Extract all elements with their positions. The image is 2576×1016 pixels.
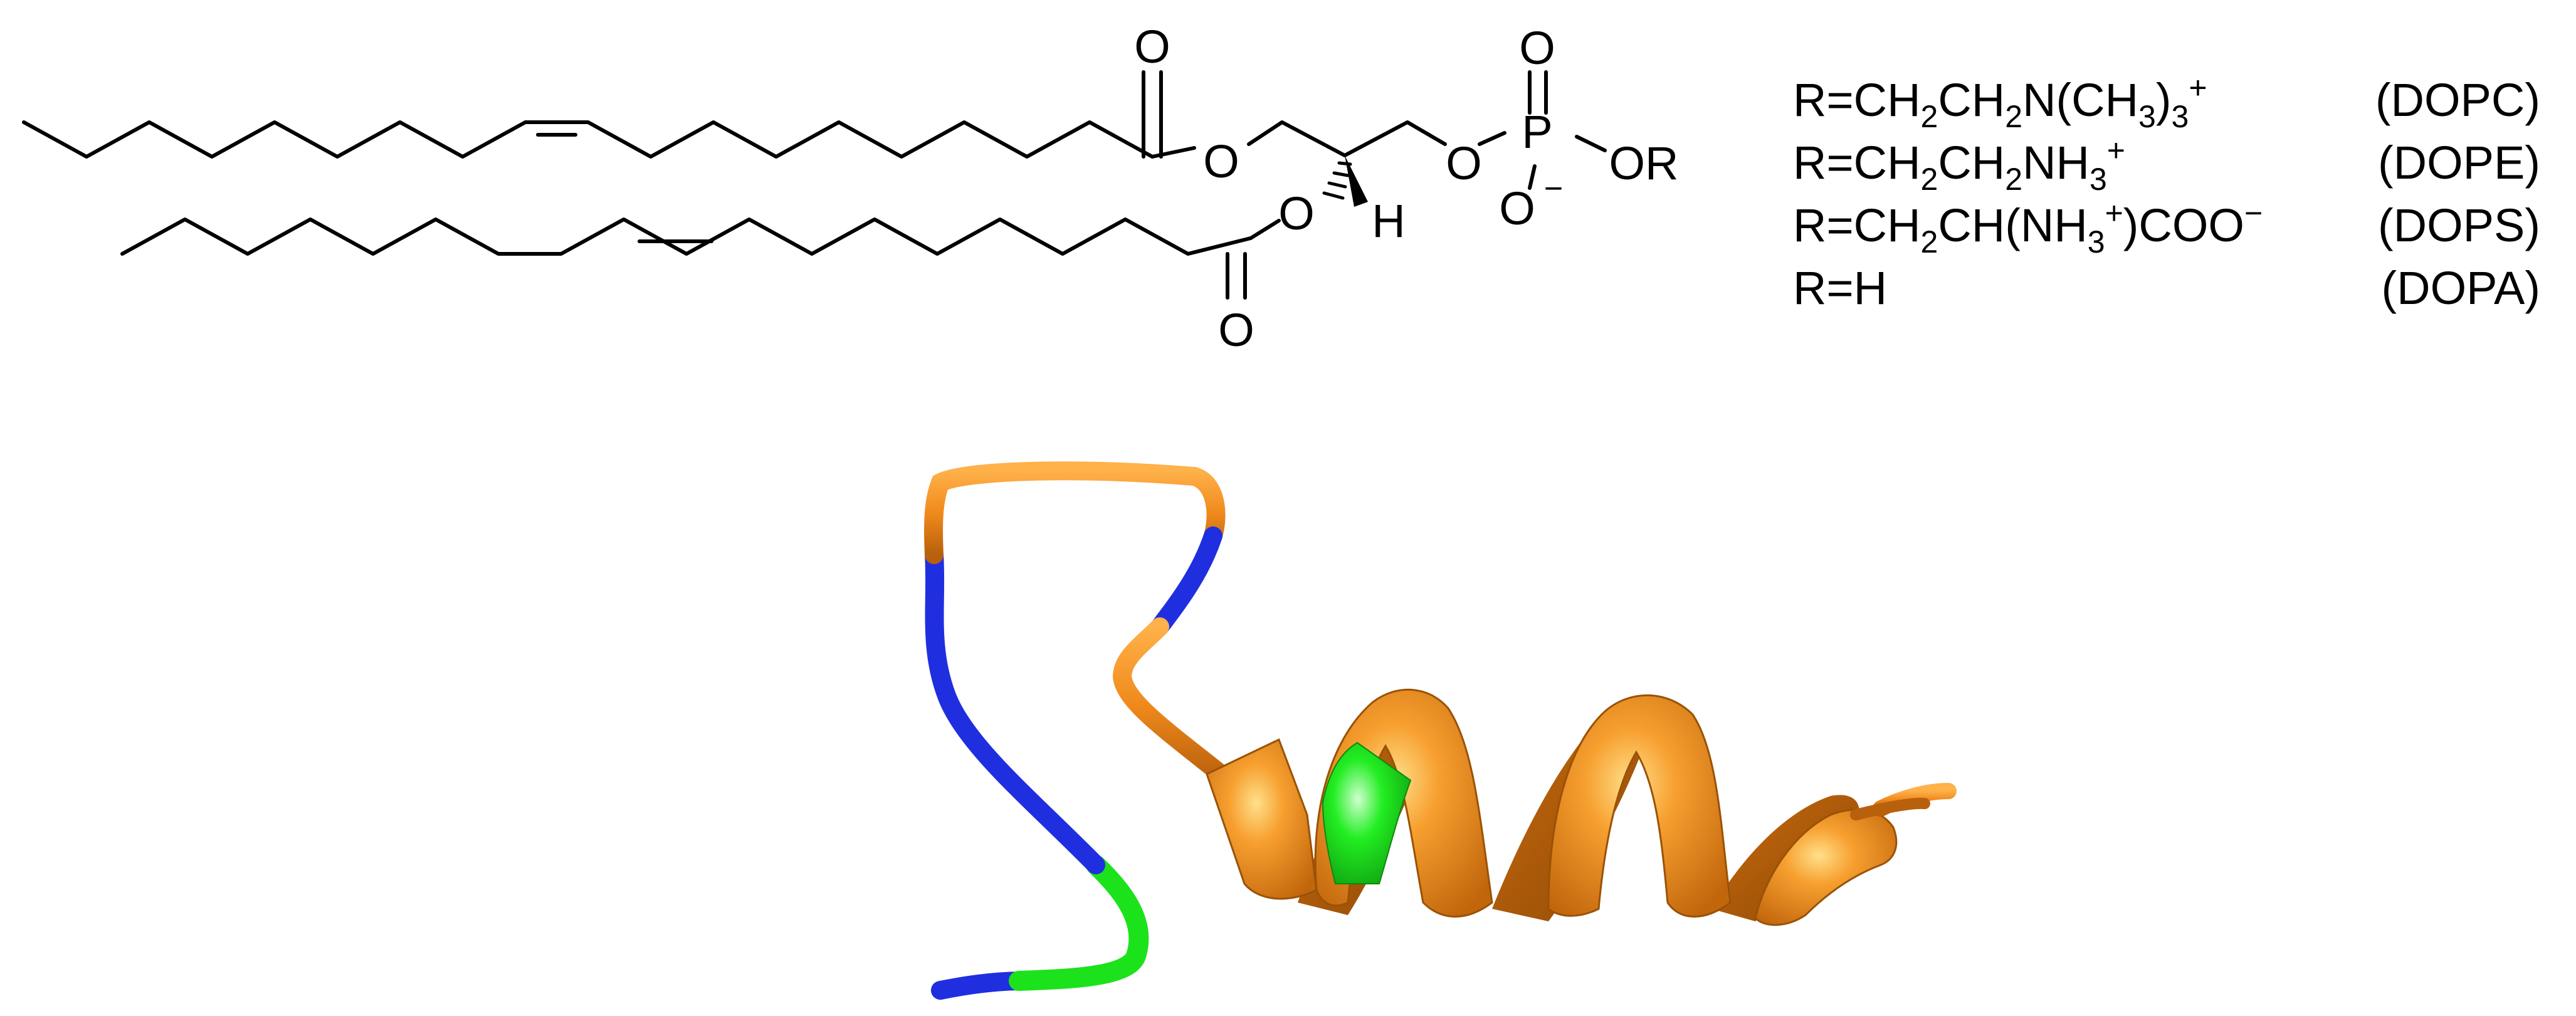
lipid-structure: [22, 70, 1607, 300]
helix-front-turn-2: [1547, 694, 1732, 918]
atom-o-carbonyl-lower: O: [1218, 304, 1254, 356]
atom-o-ester-upper: O: [1203, 135, 1239, 187]
r-group-label-1: (DOPC): [2375, 74, 2540, 126]
r-group-definitions: R=CH2CH2N(CH3)3+ (DOPC) R=CH2CH2NH3+ (DOPE)…: [1793, 70, 2540, 314]
atom-o-phosphate-double: O: [1519, 22, 1555, 74]
atom-o-carbonyl-upper: O: [1134, 21, 1170, 73]
ester-lower-bond: [1249, 219, 1281, 240]
r-group-formula-3: R=CH2CH(NH3+)COO−: [1793, 196, 2263, 259]
coil-segment-blue-short: [1150, 526, 1222, 636]
r-group-label-4: (DOPA): [2381, 262, 2540, 314]
atom-minus-sign: −: [1544, 170, 1563, 207]
atom-phosphorus: P: [1522, 106, 1552, 158]
helix-front-turn-3: [1754, 809, 1898, 926]
atom-or-group: OR: [1609, 137, 1679, 189]
coil-tail-blue: [931, 971, 1028, 1000]
coil-segment-green: [1009, 855, 1149, 991]
atom-labels: O O O O H O P O O − OR: [1134, 21, 1678, 356]
coil-tail-orange-c-term-back: [1850, 797, 1930, 820]
atom-o-phosphate-minus: O: [1499, 182, 1535, 234]
coil-segment-blue-long: [925, 545, 1105, 874]
r-group-label-2: (DOPE): [2378, 137, 2540, 189]
r-group-formula-1: R=CH2CH2N(CH3)3+: [1793, 70, 2207, 134]
oleoyl-chain-upper: [22, 120, 1154, 159]
coil-loop-orange-top: [924, 461, 1226, 564]
coil-link-orange: [1112, 617, 1238, 790]
ester-upper-bond: [1150, 146, 1196, 159]
r-group-formula-4: R=H: [1793, 262, 1887, 314]
stereo-hash-bond: [1322, 161, 1352, 200]
peptide-ribbon-model: [924, 461, 1957, 1000]
r-group-formula-2: R=CH2CH2NH3+: [1793, 133, 2125, 197]
phosphate-link-bond-1: [1478, 131, 1506, 146]
atom-h-stereo: H: [1372, 195, 1405, 247]
oleoyl-chain-lower: [120, 217, 1253, 256]
atom-o-phosphate-link: O: [1446, 137, 1482, 189]
phosphate-link-bond-2: [1575, 135, 1607, 152]
r-group-label-3: (DOPS): [2378, 199, 2540, 251]
helix-green-patch: [1322, 741, 1412, 884]
glycerol-backbone: [1247, 120, 1447, 157]
atom-o-ester-lower: O: [1278, 187, 1315, 239]
stereo-wedge-bond: [1345, 155, 1368, 207]
helix-entry-block: [1206, 738, 1318, 900]
p-o-minus-bond: [1528, 164, 1537, 190]
